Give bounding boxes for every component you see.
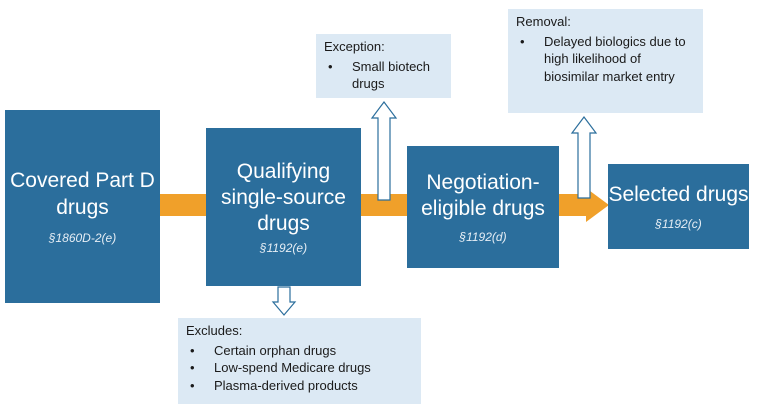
selected-title: Selected drugs [608,182,748,208]
removal-label: Removal: [516,14,571,29]
excludes-item: Low-spend Medicare drugs [186,359,413,377]
excludes-down-arrow [271,286,297,316]
qualifying-citation: §1192(e) [259,241,308,256]
negotiation-citation: §1192(d) [459,230,507,245]
negotiation-title-line1: Negotiation- [426,170,540,194]
removal-list: Delayed biologics due to high likelihood… [516,33,695,86]
exception-list: Small biotech drugs [324,58,443,93]
exception-callout: Exception: Small biotech drugs [316,34,451,98]
negotiation-title-line2: eligible drugs [421,197,545,220]
excludes-label: Excludes: [186,323,243,338]
negotiation-title: Negotiation- eligible drugs [421,170,545,223]
excludes-item: Certain orphan drugs [186,342,413,360]
excludes-item: Plasma-derived products [186,377,413,395]
selected-citation: §1192(c) [655,216,702,231]
removal-up-arrow [570,116,598,199]
exception-label: Exception: [324,39,385,54]
qualifying-single-source-box: Qualifying single-source drugs §1192(e) [206,128,361,286]
selected-drugs-box: Selected drugs §1192(c) [608,164,749,249]
excludes-callout: Excludes: Certain orphan drugs Low-spend… [178,318,421,404]
qualifying-title: Qualifying single-source drugs [221,159,346,238]
covered-part-d-box: Covered Part D drugs §1860D-2(e) [5,110,160,303]
selected-title-line1: Selected drugs [608,183,749,207]
exception-item: Small biotech drugs [324,58,443,93]
qualifying-title-line2: single-source [221,185,346,209]
covered-part-d-title: Covered Part D drugs [10,168,155,221]
exception-up-arrow [370,101,398,201]
covered-title-line1: Covered Part D [10,169,155,193]
removal-callout: Removal: Delayed biologics due to high l… [508,9,703,113]
covered-citation: §1860D-2(e) [48,230,117,245]
negotiation-eligible-box: Negotiation- eligible drugs §1192(d) [407,146,559,268]
covered-title-line2: drugs [56,195,109,219]
flow-arrow-head [586,188,609,222]
qualifying-title-line3: drugs [257,212,310,236]
removal-item: Delayed biologics due to high likelihood… [516,33,695,86]
qualifying-title-line1: Qualifying [236,159,331,183]
excludes-list: Certain orphan drugs Low-spend Medicare … [186,342,413,395]
